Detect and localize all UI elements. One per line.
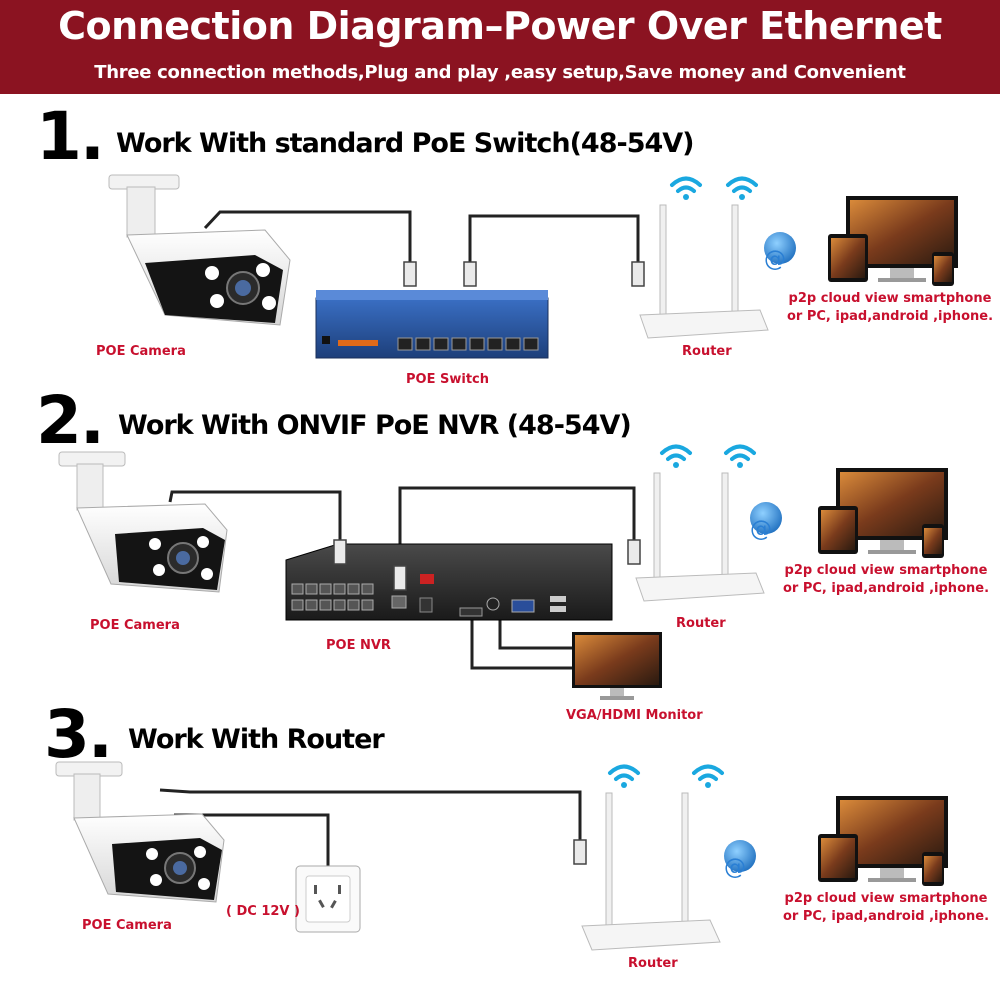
router-icon [581, 764, 724, 951]
poe-camera-icon [108, 174, 291, 326]
cloud-view-line: p2p cloud view smartphone [788, 291, 992, 306]
router-label-2: Router [676, 616, 726, 631]
svg-text:@: @ [724, 855, 746, 880]
monitor-icon [572, 632, 662, 700]
router-label-3: Router [628, 956, 678, 971]
wall-outlet-icon [295, 865, 361, 933]
globe-icon: @ [724, 840, 756, 880]
router-icon [635, 444, 765, 602]
page-subtitle: Three connection methods,Plug and play ,… [94, 62, 906, 83]
cables-section-1 [203, 210, 640, 262]
poe-nvr-icon [285, 543, 613, 621]
cloud-view-line: or PC, ipad,android ,iphone. [782, 909, 990, 924]
cloud-view-line: p2p cloud view smartphone [784, 891, 988, 906]
step-title-3: Work With Router [128, 724, 385, 755]
cloud-view-line: or PC, ipad,android ,iphone. [786, 309, 994, 324]
router-label-1: Router [682, 344, 732, 359]
devices-icon [818, 468, 948, 558]
header-banner: Connection Diagram–Power Over Ethernet T… [0, 0, 1000, 94]
svg-text:@: @ [750, 517, 772, 542]
cloud-view-label-1: p2p cloud view smartphone or PC, ipad,an… [780, 290, 1000, 326]
dc-power-label: ( DC 12V ) [226, 904, 300, 919]
router-icon [639, 176, 769, 339]
cloud-view-label-3: p2p cloud view smartphone or PC, ipad,an… [776, 890, 996, 926]
globe-icon: @ [750, 502, 782, 542]
step-number-2: 2. [36, 382, 105, 459]
poe-camera-icon [55, 761, 225, 903]
svg-text:@: @ [764, 247, 786, 272]
camera-label-2: POE Camera [90, 618, 180, 633]
poe-switch-icon [315, 290, 549, 359]
cables-section-2 [168, 486, 636, 670]
nvr-label: POE NVR [326, 638, 391, 653]
cloud-view-line: p2p cloud view smartphone [784, 563, 988, 578]
rj45-connector-icon [333, 539, 641, 591]
step-number-1: 1. [36, 98, 105, 175]
step-title-2: Work With ONVIF PoE NVR (48-54V) [118, 410, 632, 441]
rj45-connector-icon [403, 261, 645, 287]
camera-label-3: POE Camera [82, 918, 172, 933]
cloud-view-label-2: p2p cloud view smartphone or PC, ipad,an… [776, 562, 996, 598]
poe-camera-icon [58, 451, 228, 593]
step-title-1: Work With standard PoE Switch(48-54V) [116, 128, 695, 159]
devices-icon [828, 196, 958, 286]
globe-icon: @ [764, 232, 796, 272]
devices-icon [818, 796, 948, 886]
monitor-label: VGA/HDMI Monitor [566, 708, 703, 723]
rj45-connector-icon [573, 839, 587, 865]
cloud-view-line: or PC, ipad,android ,iphone. [782, 581, 990, 596]
step-number-3: 3. [44, 696, 113, 773]
page-title: Connection Diagram–Power Over Ethernet [58, 4, 942, 48]
camera-label-1: POE Camera [96, 344, 186, 359]
cables-section-3 [159, 788, 582, 866]
switch-label: POE Switch [406, 372, 489, 387]
